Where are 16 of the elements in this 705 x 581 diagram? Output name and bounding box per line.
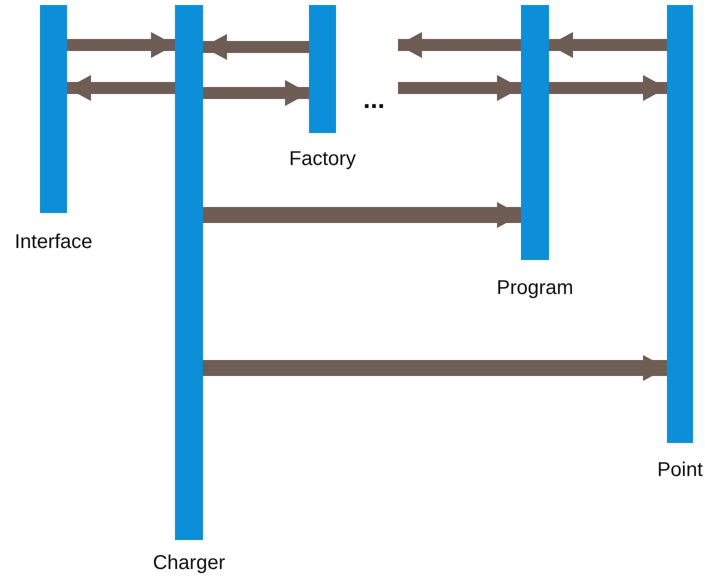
bar-label: Interface (14, 231, 92, 253)
bar-label: Program (496, 277, 574, 299)
arrow (549, 32, 667, 58)
bar-label: Factory (289, 148, 356, 170)
arrow (203, 80, 309, 106)
arrow (203, 34, 309, 60)
arrow (398, 32, 521, 58)
arrow (549, 75, 667, 101)
bar-label: Point (657, 459, 703, 481)
ellipsis-text: ... (362, 88, 386, 110)
arrow (67, 32, 175, 58)
bar-label: Charger (152, 552, 226, 574)
arrow (398, 75, 521, 101)
arrow (67, 75, 175, 101)
arrow (203, 202, 521, 228)
arrow (203, 355, 667, 381)
